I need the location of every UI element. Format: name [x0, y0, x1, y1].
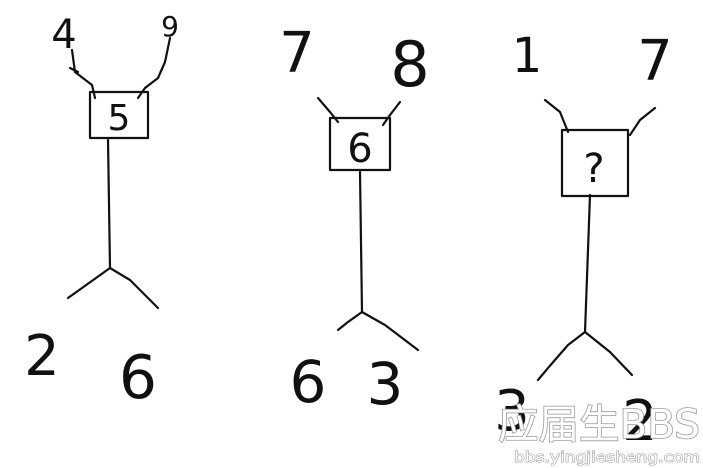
figure-1-bottom-left-number: 2 — [24, 324, 60, 389]
figure-2-bottom-right-number: 3 — [367, 350, 404, 418]
figure-3-top-right-number: 7 — [637, 29, 673, 94]
figure-2-bottom-left-number: 6 — [290, 348, 327, 416]
figure-1: 5 4 9 2 6 — [24, 10, 179, 413]
figure-3-top-left-number: 1 — [512, 28, 543, 84]
figure-2-top-left-number: 7 — [279, 21, 315, 86]
figure-1-top-left-number: 4 — [51, 12, 76, 58]
figure-2-box-number: 6 — [347, 126, 372, 172]
figure-3-limbs — [538, 100, 655, 380]
figure-1-box-number: 5 — [108, 98, 131, 139]
figure-3-box-number: ? — [583, 146, 604, 192]
watermark-url: bbs.yingjiesheng.com — [514, 450, 700, 466]
figure-3: ? 1 7 3 2 — [494, 28, 673, 454]
figure-1-bottom-right-number: 6 — [119, 343, 157, 413]
figure-2: 6 7 8 6 3 — [279, 21, 430, 418]
figure-1-limbs — [68, 38, 170, 308]
figure-2-top-right-number: 8 — [390, 28, 429, 101]
watermark-logo: 应届生BBS — [498, 402, 700, 448]
figure-1-top-right-number: 9 — [161, 10, 179, 43]
watermark: 应届生BBS bbs.yingjiesheng.com — [498, 402, 700, 466]
